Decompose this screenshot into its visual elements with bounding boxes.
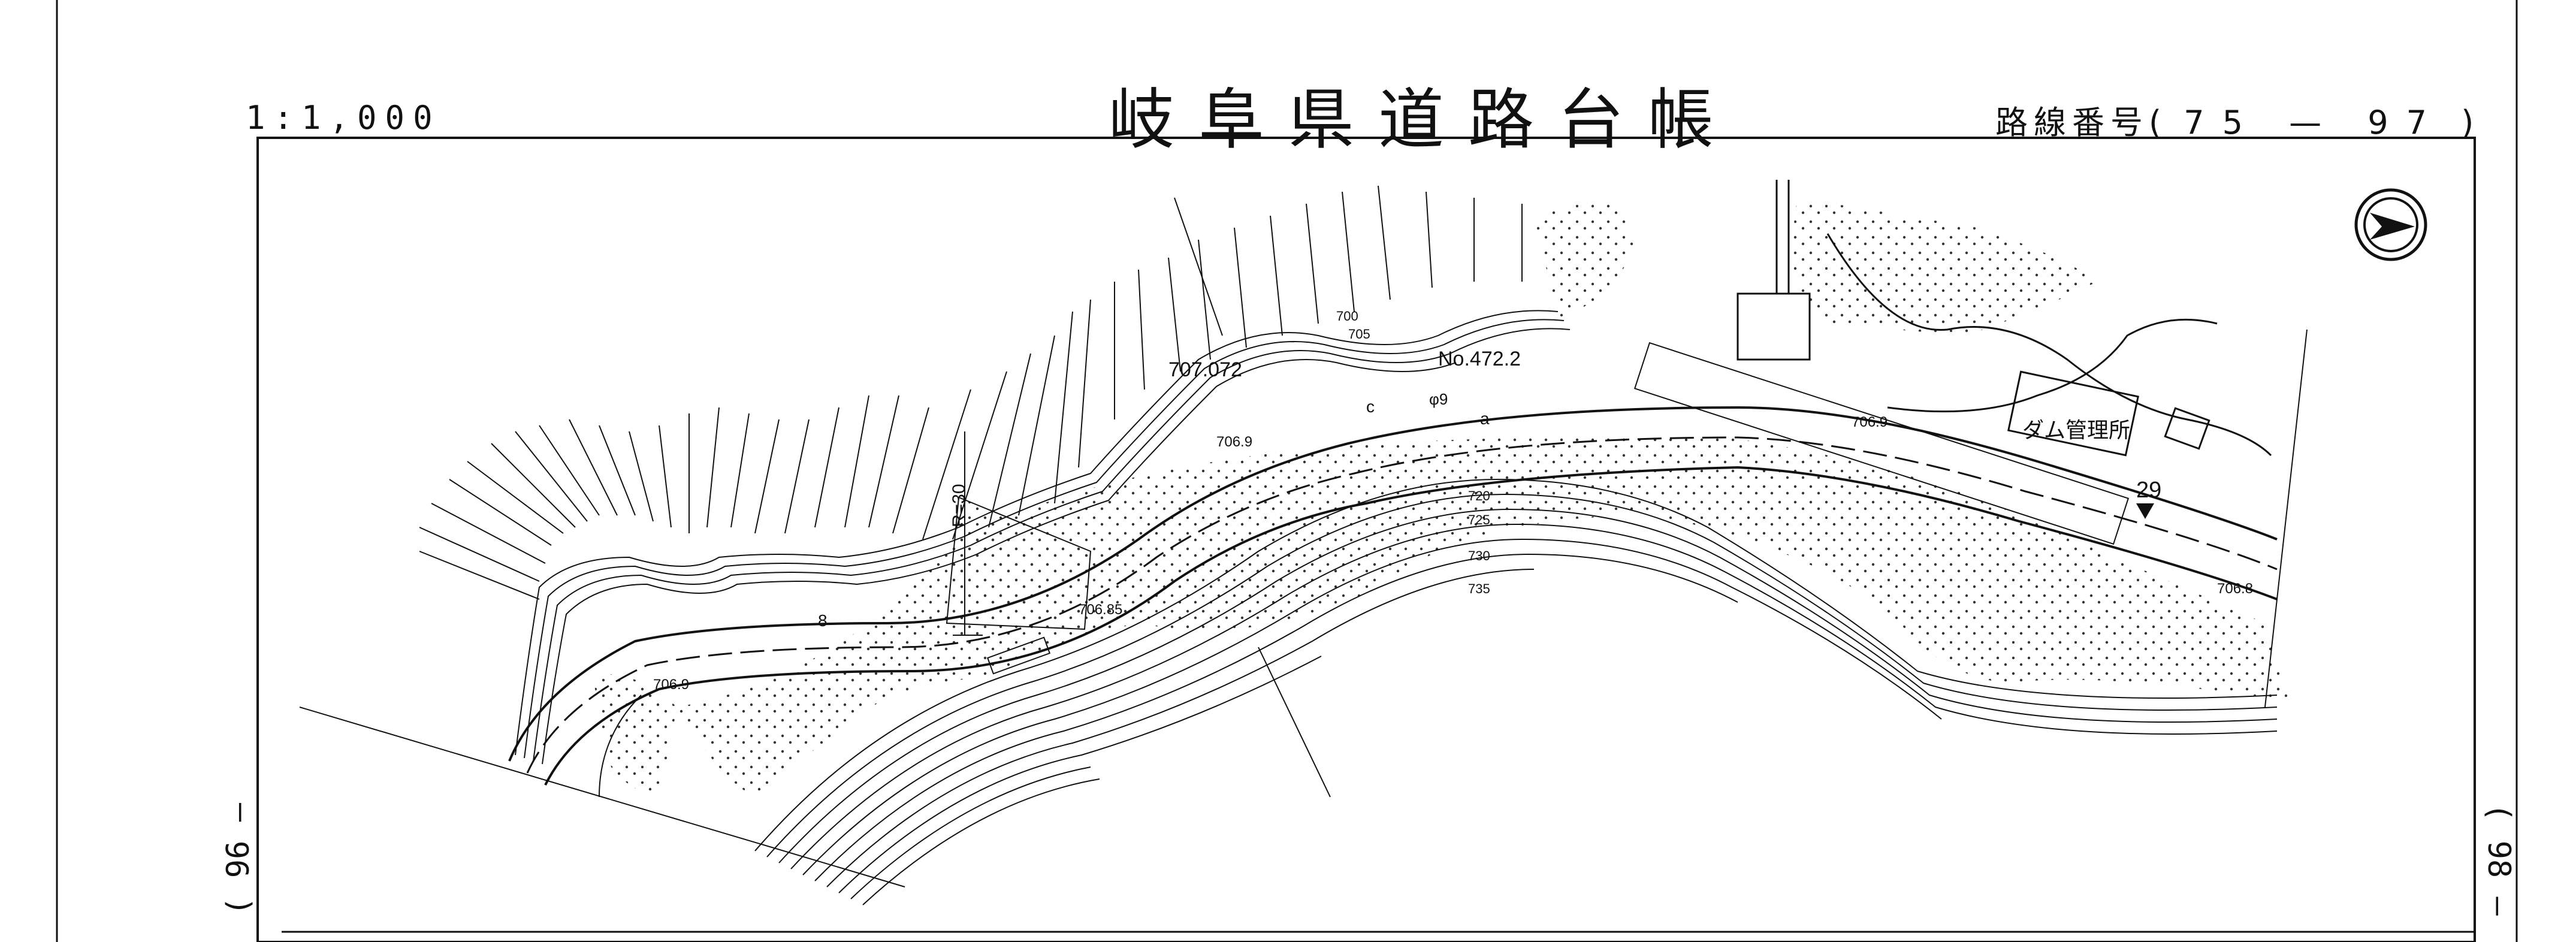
contour-label: 705 bbox=[1348, 327, 1370, 342]
route-close: ) bbox=[2461, 104, 2480, 141]
north-arrow-icon bbox=[2354, 188, 2427, 261]
contour-label: 735 bbox=[1468, 581, 1490, 596]
elevation-label: 706.9 bbox=[1852, 414, 1888, 430]
route-label: 路線番号( bbox=[1995, 104, 2168, 141]
structure-box bbox=[1737, 292, 1811, 361]
road-edge-upper bbox=[508, 406, 2278, 762]
line-label-8: 8 bbox=[818, 611, 828, 630]
line-label-a: a bbox=[1480, 409, 1490, 428]
elevation-label: 706.9 bbox=[653, 677, 689, 693]
elevation-label: 706.9 bbox=[1216, 434, 1252, 450]
map-scale: 1:1,000 bbox=[246, 99, 441, 137]
upper-slope-hatch bbox=[419, 185, 1523, 600]
route-number: 路線番号( 75 — 97 ) bbox=[1995, 96, 2480, 143]
map-frame bbox=[256, 137, 2476, 942]
road-edge-lower bbox=[544, 466, 2278, 786]
misc-lines bbox=[299, 197, 2308, 887]
line-label-c: c bbox=[1366, 397, 1375, 416]
elevation-label: 706.85 bbox=[1079, 602, 1122, 618]
line-label-phi9: φ9 bbox=[1429, 390, 1448, 408]
fill-area-top-right bbox=[1792, 198, 2097, 336]
contour-label: 700 bbox=[1336, 309, 1358, 324]
contour-label: 720 bbox=[1468, 488, 1490, 503]
route-number-value: 75 — 97 bbox=[2184, 104, 2445, 141]
road-centerline bbox=[526, 436, 2278, 774]
road-edge-curve bbox=[599, 695, 642, 798]
lower-contours bbox=[754, 478, 2278, 905]
contour-label: 725 bbox=[1468, 512, 1490, 527]
fill-area-left bbox=[946, 496, 1092, 630]
upper-contours bbox=[515, 310, 1571, 765]
facility-label: ダム管理所 bbox=[2022, 418, 2130, 442]
curve-radius: R=30 bbox=[949, 484, 969, 527]
management-building bbox=[2007, 370, 2139, 457]
adjacent-sheet-right: ( 98 — bbox=[2481, 803, 2517, 916]
fill-area-top bbox=[1534, 202, 1636, 318]
bench-elevation: 707.072 bbox=[1168, 358, 1242, 381]
page-title: 岐阜県道路台帳 bbox=[1109, 81, 1738, 158]
km-post-marker bbox=[2136, 503, 2154, 519]
bench-number: No.472.2 bbox=[1438, 348, 1521, 370]
structures bbox=[1737, 180, 2272, 457]
contour-label: 730 bbox=[1468, 548, 1490, 563]
elevation-label: 706.8 bbox=[2217, 581, 2253, 597]
km-post-label: 29 bbox=[2136, 478, 2161, 503]
